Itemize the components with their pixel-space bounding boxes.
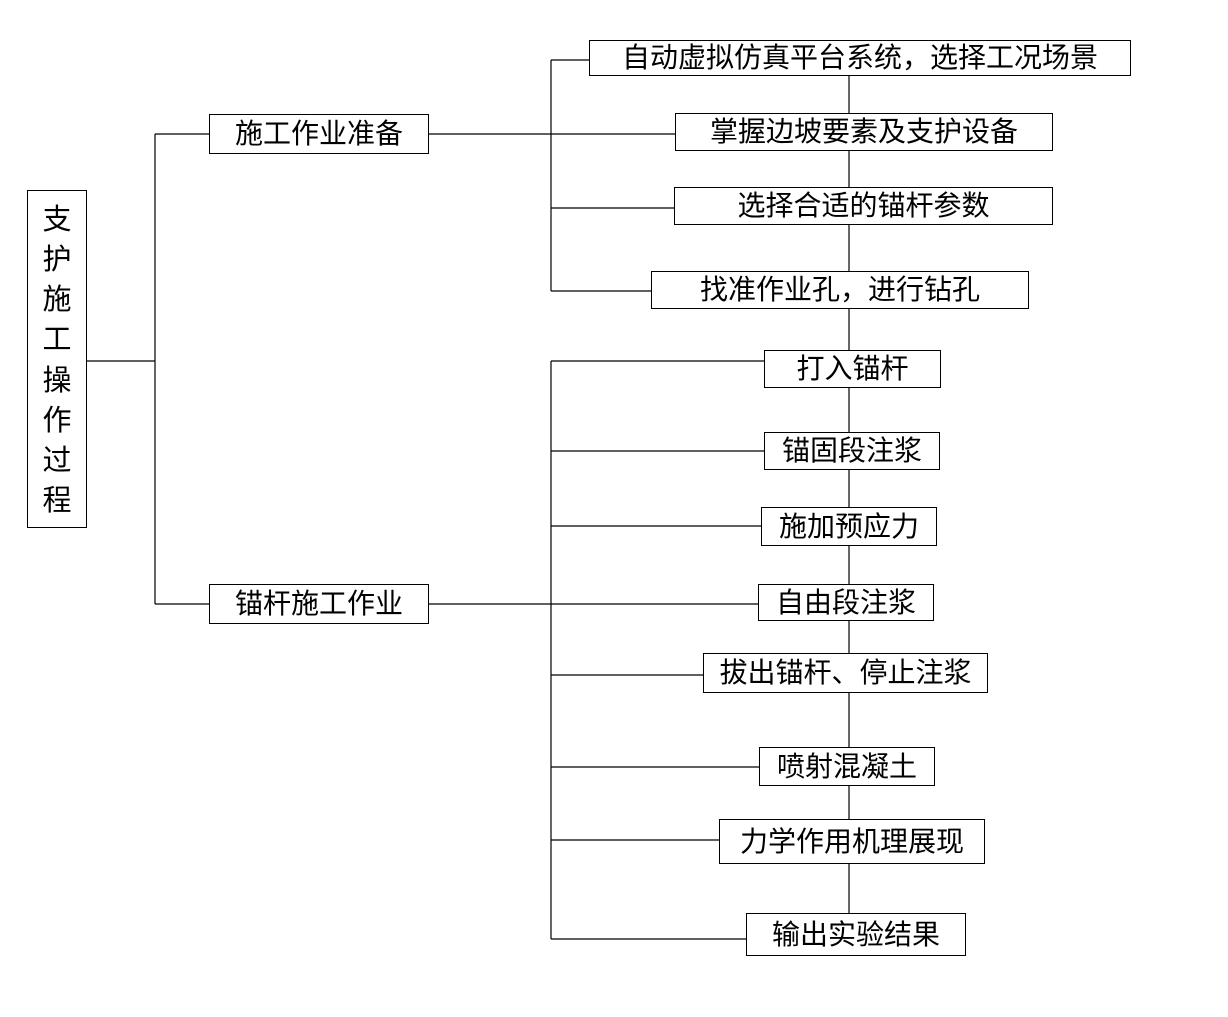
root-char: 操 — [42, 362, 72, 397]
anchor-step: 锚固段注浆 — [764, 432, 940, 470]
root-node: 支 护 施 工 操 作 过 程 — [27, 190, 87, 528]
root-char: 工 — [42, 322, 72, 357]
anchor-step: 力学作用机理展现 — [719, 819, 985, 864]
anchor-step: 拔出锚杆、停止注浆 — [703, 653, 988, 693]
prep-step: 找准作业孔，进行钻孔 — [651, 271, 1029, 309]
root-char: 护 — [42, 242, 72, 277]
prep-step: 自动虚拟仿真平台系统，选择工况场景 — [589, 40, 1131, 76]
root-char: 支 — [42, 202, 72, 236]
anchor-step: 输出实验结果 — [746, 913, 966, 956]
root-char: 程 — [42, 482, 72, 517]
anchor-step: 施加预应力 — [761, 507, 937, 546]
root-char: 作 — [42, 402, 72, 437]
root-char: 过 — [42, 442, 72, 477]
prep-node: 施工作业准备 — [209, 114, 429, 154]
prep-step: 掌握边坡要素及支护设备 — [675, 113, 1053, 151]
anchor-step: 喷射混凝土 — [759, 747, 935, 786]
anchor-step: 自由段注浆 — [758, 584, 934, 621]
prep-step: 选择合适的锚杆参数 — [674, 187, 1053, 225]
anchor-node: 锚杆施工作业 — [209, 584, 429, 624]
anchor-step: 打入锚杆 — [764, 350, 941, 388]
root-char: 施 — [42, 282, 72, 317]
